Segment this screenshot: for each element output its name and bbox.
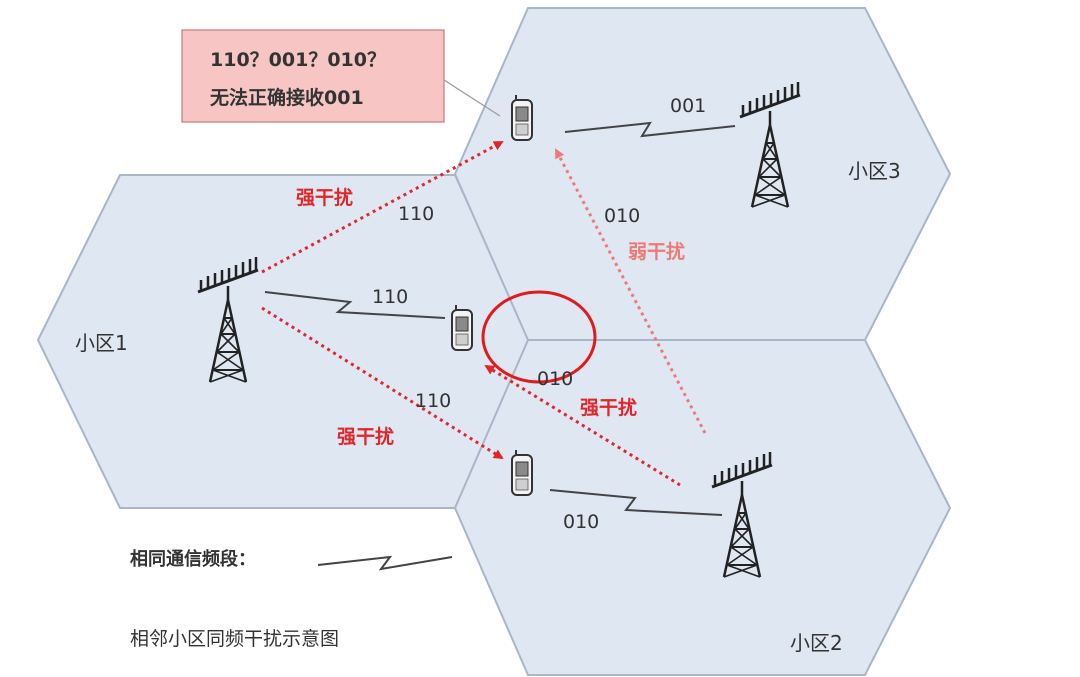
diagram-caption: 相邻小区同频干扰示意图 xyxy=(130,628,339,650)
interference-code-upper: 110 xyxy=(398,203,434,225)
note-box xyxy=(181,29,445,123)
strong-interference-label-lower-left: 强干扰 xyxy=(337,425,394,448)
link-bs1-phone1 xyxy=(264,291,446,319)
code-bs3-phone3: 001 xyxy=(670,95,706,117)
legend-label: 相同通信频段： xyxy=(130,548,256,570)
note-leader-line xyxy=(443,79,501,117)
interference-code-right: 010 xyxy=(604,205,640,227)
cell-3-label: 小区3 xyxy=(848,159,901,183)
highlight-circle xyxy=(481,290,597,384)
cell-2-label: 小区2 xyxy=(790,631,843,655)
link-bs3-phone3 xyxy=(564,121,736,138)
note-line-2: 无法正确接收001 xyxy=(210,86,364,109)
note-line-1: 110？001？010？ xyxy=(210,49,386,71)
weak-interference-label: 弱干扰 xyxy=(628,240,685,263)
phone-2-icon xyxy=(511,449,533,496)
interference-code-lower-left: 110 xyxy=(415,390,451,412)
interference-arrow-bs2-phone3 xyxy=(554,148,707,434)
code-bs2-phone2: 010 xyxy=(563,511,599,533)
interference-arrow-bs2-phone1 xyxy=(484,364,681,487)
phone-1-icon xyxy=(451,304,473,351)
phone-3-icon xyxy=(511,94,533,141)
strong-interference-label-center: 强干扰 xyxy=(580,396,637,419)
strong-interference-label-upper: 强干扰 xyxy=(296,186,353,209)
interference-arrow-bs1-phone2 xyxy=(261,306,504,460)
cell-2-hexagon xyxy=(453,339,952,676)
link-bs2-phone2 xyxy=(549,489,723,516)
code-bs1-phone1: 110 xyxy=(372,286,408,308)
cell-1-label: 小区1 xyxy=(75,331,128,355)
legend-link-symbol xyxy=(317,555,453,571)
interference-code-center: 010 xyxy=(537,368,573,390)
